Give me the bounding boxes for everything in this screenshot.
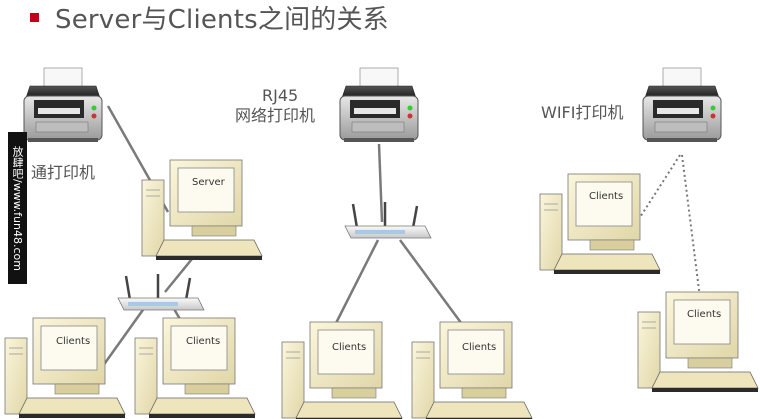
client-screen-label: Clients <box>462 342 496 353</box>
client-screen-label: Clients <box>332 342 366 353</box>
server-screen-label: Server <box>192 177 226 188</box>
cable-printer-router <box>377 143 384 223</box>
title-bullet <box>30 12 39 22</box>
title-text: Server与Clients之间的关系 <box>55 4 389 35</box>
wifi-printer-icon <box>642 67 722 143</box>
watermark-banner: 放肆吧/www.fun48.com <box>8 132 27 284</box>
router-icon-center <box>343 200 433 240</box>
client-computer: Clients <box>134 317 256 419</box>
client-computer: Clients <box>539 173 661 275</box>
client-screen-label: Clients <box>589 191 623 202</box>
client-computer: Clients <box>4 317 126 419</box>
slide-title: Server与Clients之间的关系 <box>30 0 389 35</box>
network-printer-icon <box>339 67 419 143</box>
client-screen-label: Clients <box>186 336 220 347</box>
rj45-label: RJ45 <box>262 86 299 105</box>
client-screen-label: Clients <box>56 336 90 347</box>
client-screen-label: Clients <box>687 309 721 320</box>
client-computer: Clients <box>637 291 759 393</box>
wifi-link-client6 <box>681 154 701 299</box>
cable-router-client3 <box>328 239 380 336</box>
router-icon-left <box>116 272 206 312</box>
client-computer: Clients <box>281 321 403 419</box>
wifi-printer-label: WIFI打印机 <box>541 103 624 122</box>
client-computer: Clients <box>411 321 533 419</box>
cable-router-client1 <box>98 299 152 371</box>
cable-router-client4 <box>398 239 472 336</box>
ordinary-printer-label: 通打印机 <box>31 163 96 182</box>
server-computer: Server <box>141 159 263 261</box>
network-printer-label: 网络打印机 <box>235 106 316 125</box>
ordinary-printer-icon <box>23 67 103 143</box>
